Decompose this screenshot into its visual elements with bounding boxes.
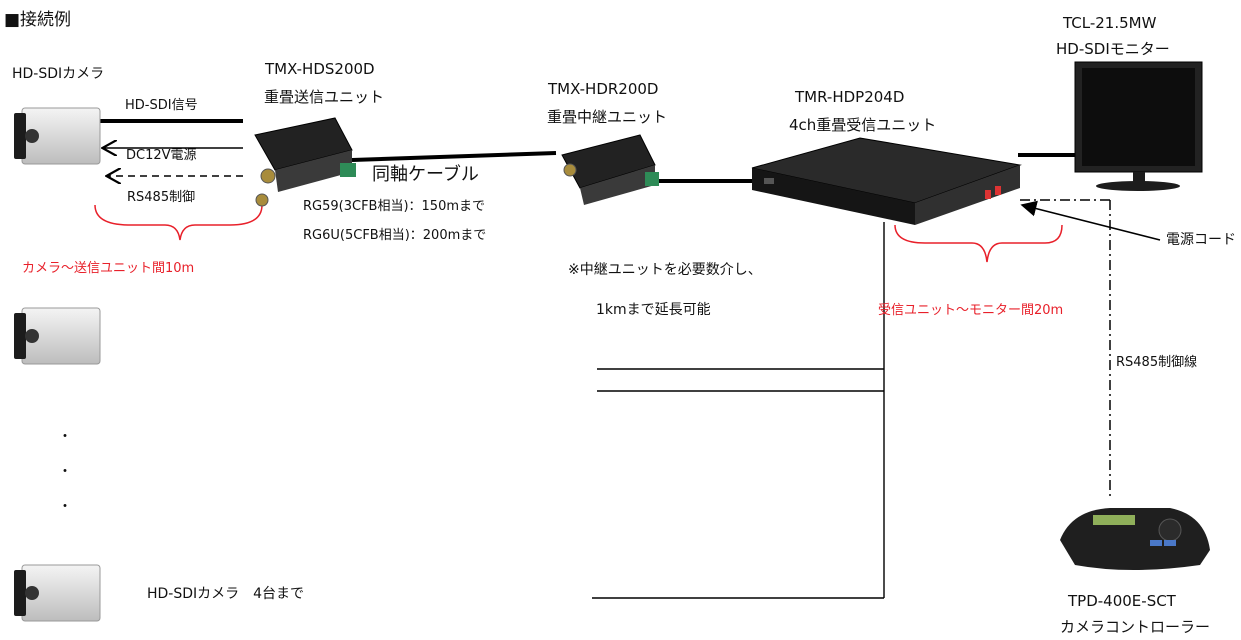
camera-count-note: HD-SDIカメラ 4台まで bbox=[147, 586, 305, 602]
camera-distance-brace bbox=[94, 204, 263, 241]
monitor-distance-note: 受信ユニット～モニター間20m bbox=[878, 303, 1064, 318]
ellipsis-dot: ・ bbox=[58, 464, 72, 480]
cable-spec-rg59: RG59(3CFB相当)：150mまで bbox=[303, 199, 486, 214]
coax-cable-title: 同軸ケーブル bbox=[372, 164, 479, 185]
camera-icon bbox=[14, 307, 101, 365]
repeater-note-line2: 1kmまで延長可能 bbox=[596, 302, 711, 318]
rs485-line-label: RS485制御線 bbox=[1116, 355, 1198, 370]
receiver-name: 4ch重畳受信ユニット bbox=[789, 116, 937, 134]
transmitter-name: 重畳送信ユニット bbox=[264, 88, 385, 106]
rs485-control-line bbox=[1018, 199, 1111, 498]
controller-name: カメラコントローラー bbox=[1060, 618, 1211, 636]
monitor-name: HD-SDIモニター bbox=[1056, 40, 1170, 58]
monitor-icon bbox=[1074, 61, 1203, 191]
ellipsis-dot: ・ bbox=[58, 429, 72, 445]
page-heading: ■接続例 bbox=[4, 10, 72, 30]
camera-distance-note: カメラ～送信ユニット間10m bbox=[22, 261, 195, 276]
repeater-model: TMX-HDR200D bbox=[548, 80, 659, 98]
repeater-unit-icon bbox=[561, 134, 659, 205]
camera-icon bbox=[14, 107, 101, 165]
dc12v-power-label: DC12V電源 bbox=[126, 148, 197, 163]
monitor-model: TCL-21.5MW bbox=[1063, 14, 1157, 32]
camera-title: HD-SDIカメラ bbox=[12, 66, 105, 82]
monitor-distance-brace bbox=[894, 224, 1063, 263]
receiver-model: TMR-HDP204D bbox=[795, 88, 905, 106]
repeater-note-line1: ※中継ユニットを必要数介し、 bbox=[568, 262, 762, 278]
power-cord-label: 電源コード bbox=[1166, 232, 1236, 248]
coax-cable-line bbox=[351, 151, 557, 162]
cable-spec-rg6u: RG6U(5CFB相当)：200mまで bbox=[303, 228, 487, 243]
hd-sdi-signal-label: HD-SDI信号 bbox=[125, 98, 198, 113]
repeater-name: 重畳中継ユニット bbox=[547, 108, 668, 126]
power-cord-arrow bbox=[1020, 200, 1161, 241]
controller-icon bbox=[1060, 508, 1210, 570]
transmitter-model: TMX-HDS200D bbox=[265, 60, 375, 78]
rs485-control-label: RS485制御 bbox=[127, 190, 196, 205]
ellipsis-dot: ・ bbox=[58, 499, 72, 515]
transmitter-unit-icon bbox=[254, 117, 356, 207]
camera-icon bbox=[14, 564, 101, 622]
receiver-unit-icon bbox=[751, 137, 1022, 225]
controller-model: TPD-400E-SCT bbox=[1068, 592, 1176, 610]
